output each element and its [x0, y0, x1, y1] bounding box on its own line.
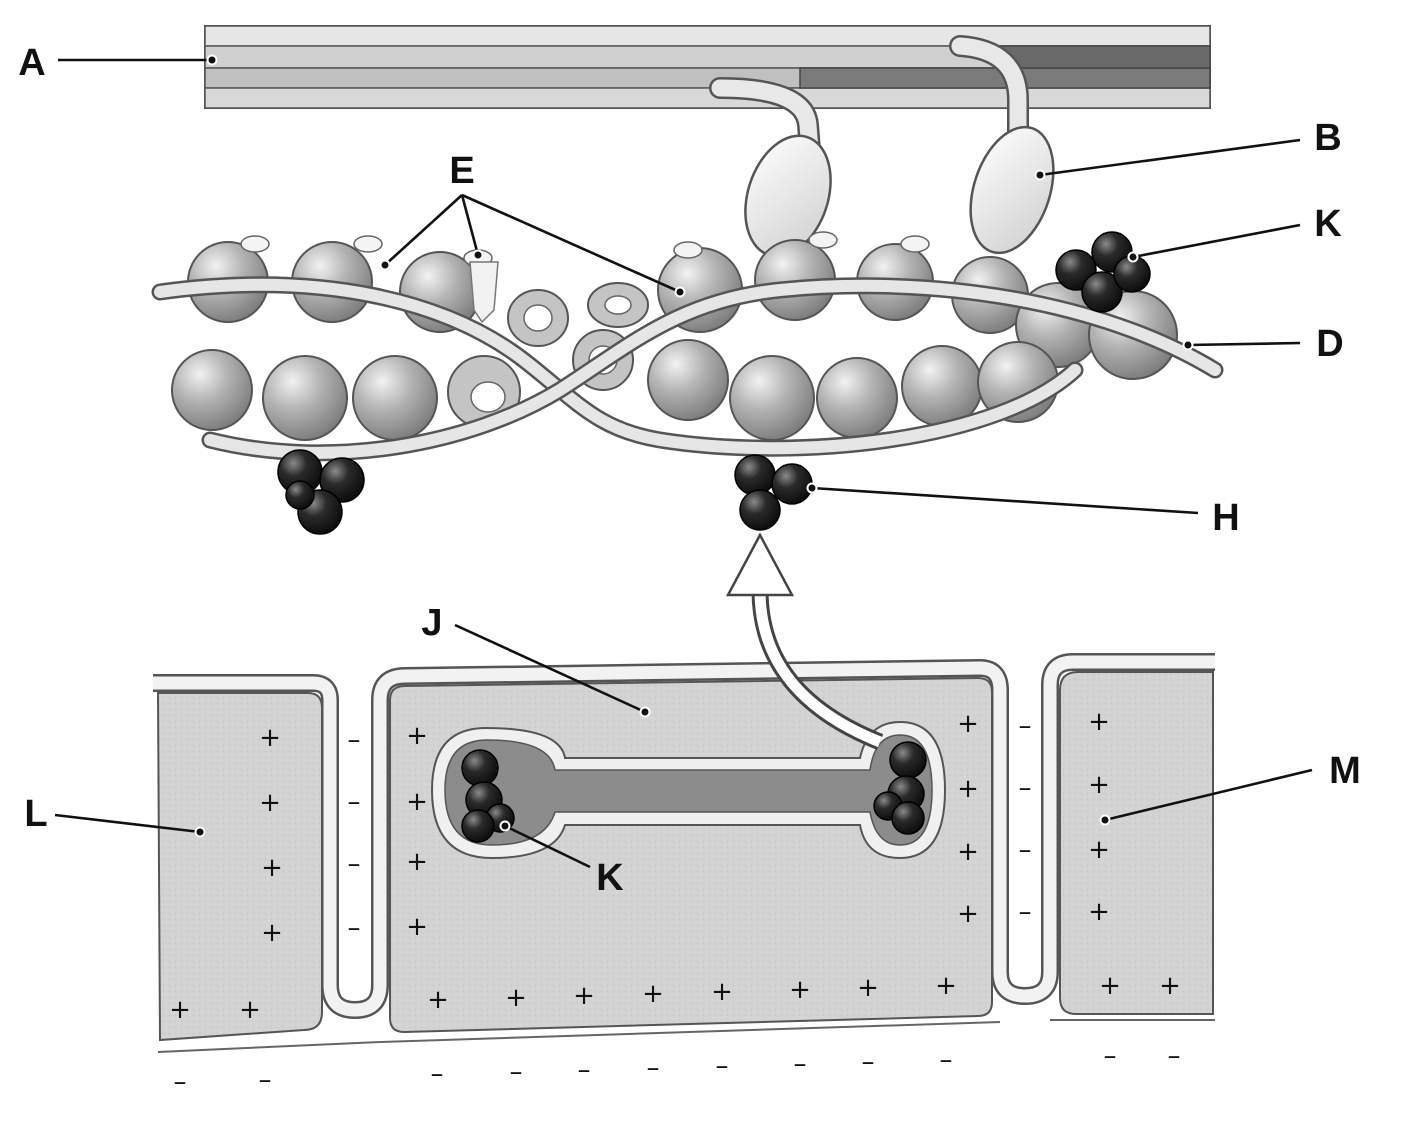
calcium-cluster-upper-right — [1055, 231, 1151, 313]
tropomyosin-strands — [151, 261, 1224, 462]
minus-sign: – — [716, 1051, 729, 1081]
plus-sign: + — [957, 837, 979, 867]
plus-sign: + — [261, 918, 283, 948]
label-B: B — [1314, 117, 1341, 159]
myosin-cross-bridges — [709, 35, 1055, 258]
binding-site-1 — [240, 235, 270, 253]
minus-sign: – — [510, 1057, 523, 1087]
plus-sign: + — [1088, 835, 1110, 865]
minus-sign: – — [1104, 1041, 1117, 1071]
plus-sign: + — [406, 787, 428, 817]
label-M: M — [1329, 750, 1361, 792]
minus-sign: – — [862, 1047, 875, 1077]
plus-sign: + — [259, 723, 281, 753]
minus-sign: – — [647, 1053, 660, 1083]
label-E: E — [449, 150, 474, 192]
plus-sign: + — [406, 912, 428, 942]
plus-sign: + — [957, 774, 979, 804]
minus-sign: – — [348, 725, 361, 755]
label-K-bottom: K — [596, 857, 624, 899]
minus-sign: – — [1019, 773, 1032, 803]
letter-labels: A B K D E H J K L M — [18, 42, 1361, 899]
binding-site-2 — [353, 235, 383, 253]
actin-strand-front — [171, 339, 1059, 441]
plus-sign: + — [573, 981, 595, 1011]
minus-sign: – — [1019, 835, 1032, 865]
plus-sign: + — [1088, 897, 1110, 927]
minus-sign: – — [431, 1059, 444, 1089]
plus-sign: + — [711, 977, 733, 1007]
plus-sign: + — [857, 973, 879, 1003]
plus-sign: + — [957, 899, 979, 929]
label-D: D — [1316, 323, 1343, 365]
minus-sign: – — [1168, 1041, 1181, 1071]
plus-sign: + — [239, 995, 261, 1025]
binding-site-4 — [673, 241, 703, 259]
plus-sign: + — [505, 983, 527, 1013]
minus-sign: – — [1019, 897, 1032, 927]
plus-sign: + — [169, 995, 191, 1025]
label-H: H — [1212, 497, 1239, 539]
plus-sign: + — [261, 853, 283, 883]
plus-sign: + — [789, 975, 811, 1005]
plus-sign: + — [1159, 971, 1181, 1001]
plus-sign: + — [1088, 707, 1110, 737]
plus-sign: + — [1099, 971, 1121, 1001]
minus-sign: – — [578, 1055, 591, 1085]
minus-sign: – — [940, 1045, 953, 1075]
plus-sign: + — [642, 979, 664, 1009]
myosin-head-2 — [969, 125, 1055, 255]
cell-L — [156, 692, 323, 1042]
plus-sign: + — [259, 788, 281, 818]
charge-signs: + + + + + + – – – – + + + + + + + + + + … — [169, 707, 1181, 1097]
minus-sign: – — [348, 913, 361, 943]
minus-sign: – — [174, 1067, 187, 1097]
label-J: J — [421, 602, 442, 644]
plus-sign: + — [406, 721, 428, 751]
binding-site-5 — [808, 231, 838, 249]
binding-site-6 — [900, 235, 930, 253]
plus-sign: + — [935, 971, 957, 1001]
membrane-system — [153, 653, 1215, 1053]
plus-sign: + — [427, 985, 449, 1015]
minus-sign: – — [1019, 711, 1032, 741]
plus-sign: + — [406, 847, 428, 877]
plus-sign: + — [957, 709, 979, 739]
calcium-release-arrow — [725, 532, 884, 750]
minus-sign: – — [348, 849, 361, 879]
plus-sign: + — [1088, 770, 1110, 800]
label-K-top: K — [1314, 203, 1342, 245]
minus-sign: – — [348, 787, 361, 817]
calcium-store-right — [873, 741, 927, 835]
thick-filament — [204, 25, 1211, 109]
minus-sign: – — [259, 1065, 272, 1095]
calcium-cluster-bound — [734, 454, 813, 531]
label-A: A — [18, 42, 45, 84]
minus-sign: – — [794, 1049, 807, 1079]
calcium-cluster-lower-left — [277, 449, 365, 535]
leader-lines — [54, 54, 1313, 869]
cell-M — [1059, 671, 1214, 1015]
label-L: L — [24, 793, 47, 835]
